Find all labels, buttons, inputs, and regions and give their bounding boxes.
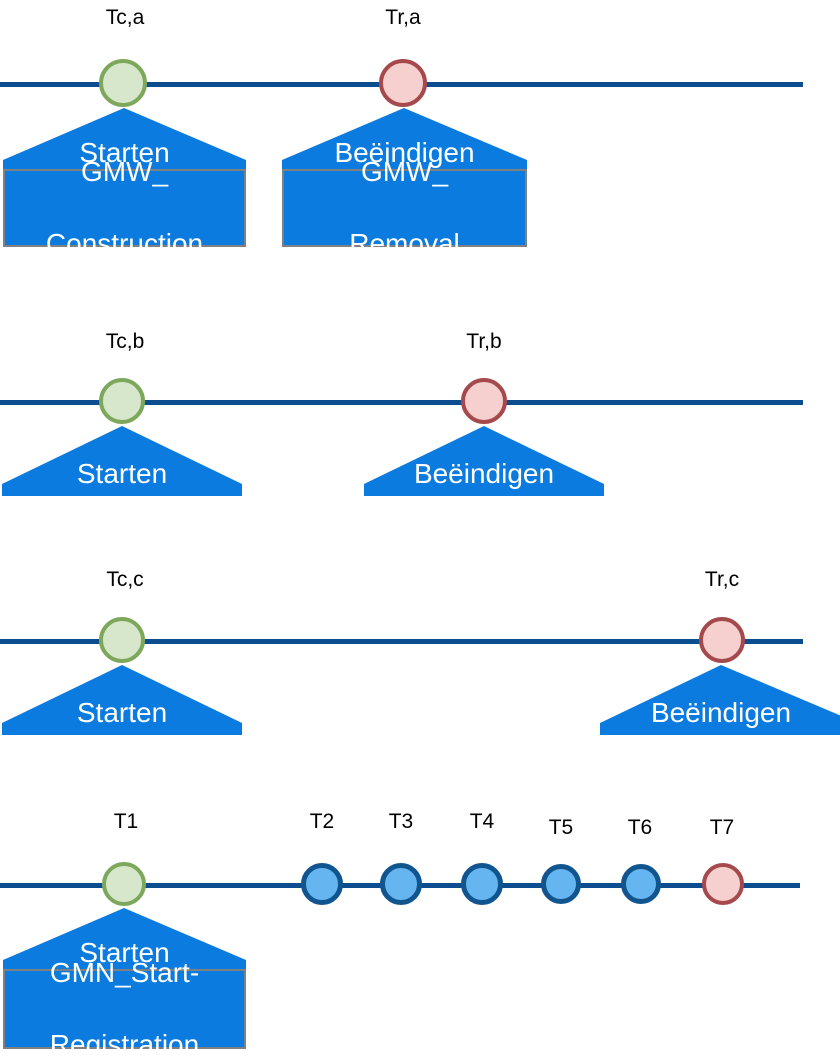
time-label-tc-c: Tc,c	[106, 568, 144, 591]
object-name-gmw-construction[interactable]: GMW_ Construction	[3, 156, 246, 259]
time-label-t5: T5	[548, 816, 574, 839]
start-marker-tc-a[interactable]	[99, 59, 147, 107]
object-name-line-1: GMN_Start-	[49, 957, 200, 988]
object-name-line-2: Removal	[349, 228, 460, 259]
event-block-beeindigen-c[interactable]	[600, 665, 840, 735]
time-label-tr-b: Tr,b	[466, 330, 502, 353]
event-block-starten-b[interactable]	[2, 426, 242, 496]
end-marker-tr-b[interactable]	[461, 378, 507, 424]
time-label-tc-b: Tc,b	[105, 330, 145, 353]
object-name-line-1: GMW_	[360, 156, 449, 187]
timeline-axis-b	[0, 400, 803, 405]
event-block-starten-c[interactable]	[2, 665, 242, 735]
start-marker-tc-b[interactable]	[99, 378, 145, 424]
milestone-marker-t5[interactable]	[541, 864, 581, 904]
action-label-starten-b: Starten	[76, 458, 168, 489]
action-label-beeindigen-c: Beëindigen	[650, 697, 792, 728]
object-name-line-1: GMW_	[80, 156, 169, 187]
time-label-t3: T3	[388, 810, 414, 833]
event-block-gmw-removal[interactable]	[282, 108, 527, 172]
time-label-t2: T2	[309, 810, 335, 833]
time-label-tr-c: Tr,c	[704, 568, 740, 591]
event-block-gmn-start-registration[interactable]	[3, 908, 246, 972]
time-label-tr-a: Tr,a	[385, 6, 421, 29]
time-label-t7: T7	[709, 816, 735, 839]
object-name-line-2: Registration	[49, 1029, 200, 1056]
action-label-starten-d: Starten	[79, 937, 170, 968]
start-marker-t1[interactable]	[102, 862, 146, 906]
time-label-tc-a: Tc,a	[105, 6, 145, 29]
action-label-beeindigen-a: Beëindigen	[334, 137, 475, 168]
end-marker-tr-a[interactable]	[379, 59, 427, 107]
time-label-t4: T4	[469, 810, 495, 833]
milestone-marker-t2[interactable]	[301, 863, 343, 905]
object-name-gmn-start-registration[interactable]: GMN_Start- Registration	[3, 957, 246, 1056]
time-label-t1: T1	[113, 810, 139, 833]
milestone-marker-t3[interactable]	[380, 863, 422, 905]
timeline-axis-c	[0, 639, 803, 644]
action-label-starten-a: Starten	[79, 137, 170, 168]
milestone-marker-t6[interactable]	[621, 864, 661, 904]
object-name-line-2: Construction	[45, 228, 204, 259]
action-label-beeindigen-b: Beëindigen	[413, 458, 555, 489]
time-label-t6: T6	[627, 816, 653, 839]
end-marker-tr-c[interactable]	[699, 617, 745, 663]
event-block-beeindigen-b[interactable]	[364, 426, 604, 496]
event-block-gmw-construction[interactable]	[3, 108, 246, 172]
object-name-gmw-removal[interactable]: GMW_ Removal	[282, 156, 527, 259]
milestone-marker-t4[interactable]	[461, 863, 503, 905]
action-label-starten-c: Starten	[76, 697, 168, 728]
end-marker-t7[interactable]	[702, 863, 744, 905]
start-marker-tc-c[interactable]	[99, 617, 145, 663]
